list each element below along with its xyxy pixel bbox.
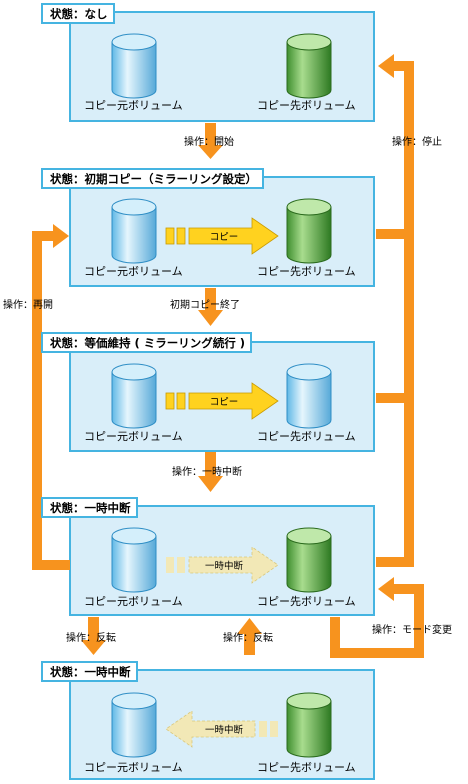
- stop-line-suspend: [376, 557, 414, 567]
- source-volume-icon: [111, 198, 157, 264]
- transition-label-initial-copy-done: 初期コピー終了: [170, 300, 240, 311]
- state-title-suspend-reversed: 状態：一時中断: [41, 661, 138, 682]
- state-title-mirroring: 状態：等価維持 ( ミラーリング続行 ): [41, 332, 253, 353]
- state-title-initial-copy: 状態：初期コピー（ミラーリング設定）: [41, 168, 264, 189]
- target-volume-icon: [286, 198, 332, 264]
- source-volume-label: コピー元ボリューム: [84, 99, 183, 112]
- suspended-arrow-label: 一時中断: [205, 724, 244, 736]
- source-volume-icon: [111, 363, 157, 429]
- target-volume-icon: [286, 363, 332, 429]
- target-volume-label: コピー先ボリューム: [257, 430, 356, 443]
- reverse-up-arrow-icon: [237, 618, 262, 655]
- target-volume-label: コピー先ボリューム: [257, 99, 356, 112]
- mode-change-line: [330, 648, 424, 658]
- suspend-arrow-icon: [198, 452, 223, 492]
- copy-arrow-label: コピー: [210, 232, 239, 243]
- source-volume-icon: [111, 33, 157, 99]
- stop-line-initial: [376, 229, 414, 239]
- target-volume-label: コピー先ボリューム: [257, 265, 356, 278]
- target-volume-icon: [286, 527, 332, 593]
- transition-label-suspend: 操作：一時中断: [172, 467, 242, 478]
- target-volume-icon: [286, 33, 332, 99]
- transition-label-mode-change: 操作：モード変更: [372, 625, 452, 636]
- mode-change-arrowhead-icon: [378, 577, 394, 601]
- source-volume-label: コピー元ボリューム: [84, 595, 183, 608]
- initial-copy-done-arrow-icon: [198, 288, 223, 326]
- copy-arrow-icon: [165, 217, 279, 255]
- source-volume-label: コピー元ボリューム: [84, 430, 183, 443]
- target-volume-icon: [286, 692, 332, 758]
- suspended-reverse-arrow-icon: [165, 710, 278, 748]
- transition-label-stop: 操作：停止: [392, 137, 442, 148]
- transition-arrows: [32, 54, 424, 658]
- state-title-suspend: 状態：一時中断: [41, 497, 138, 518]
- stop-line-mirroring: [376, 393, 414, 403]
- source-volume-icon: [111, 692, 157, 758]
- source-volume-label: コピー元ボリューム: [84, 761, 183, 774]
- transition-label-reverse-up: 操作：反転: [223, 633, 273, 644]
- stop-vertical-line: [404, 61, 414, 567]
- reverse-down-arrow-icon: [81, 617, 106, 655]
- copy-arrow-icon: [165, 382, 279, 420]
- target-volume-label: コピー先ボリューム: [257, 761, 356, 774]
- transition-label-start: 操作：開始: [184, 137, 234, 148]
- resume-line-bottom: [32, 560, 70, 570]
- transition-label-reverse-down: 操作：反転: [66, 633, 116, 644]
- target-volume-label: コピー先ボリューム: [257, 595, 356, 608]
- transition-label-resume: 操作：再開: [3, 300, 53, 311]
- start-arrow-icon: [198, 123, 223, 159]
- resume-arrowhead-icon: [53, 224, 69, 248]
- state-title-none: 状態：なし: [41, 3, 115, 24]
- suspended-arrow-label: 一時中断: [205, 560, 244, 572]
- source-volume-icon: [111, 527, 157, 593]
- source-volume-label: コピー元ボリューム: [84, 265, 183, 278]
- resume-vertical-line: [32, 231, 42, 570]
- copy-arrow-label: コピー: [210, 397, 239, 408]
- stop-arrowhead-icon: [378, 54, 394, 78]
- suspended-copy-arrow-icon: [166, 546, 279, 584]
